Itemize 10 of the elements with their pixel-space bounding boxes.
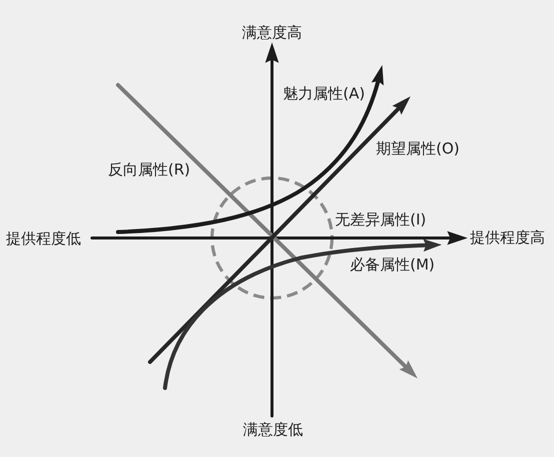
curve-label: 魅力属性(A) [283, 85, 365, 103]
curve-label: 必备属性(M) [350, 256, 435, 274]
axis-label: 满意度低 [243, 421, 303, 439]
axis-label: 提供程度低 [6, 230, 81, 248]
curve-label: 反向属性(R) [108, 161, 190, 179]
dashed-circle [210, 176, 334, 300]
curve-label: 期望属性(O) [376, 140, 460, 158]
axis-label: 满意度高 [242, 24, 302, 42]
axis-label: 提供程度高 [470, 229, 545, 247]
zone-label: 无差异属性(I) [335, 211, 426, 229]
